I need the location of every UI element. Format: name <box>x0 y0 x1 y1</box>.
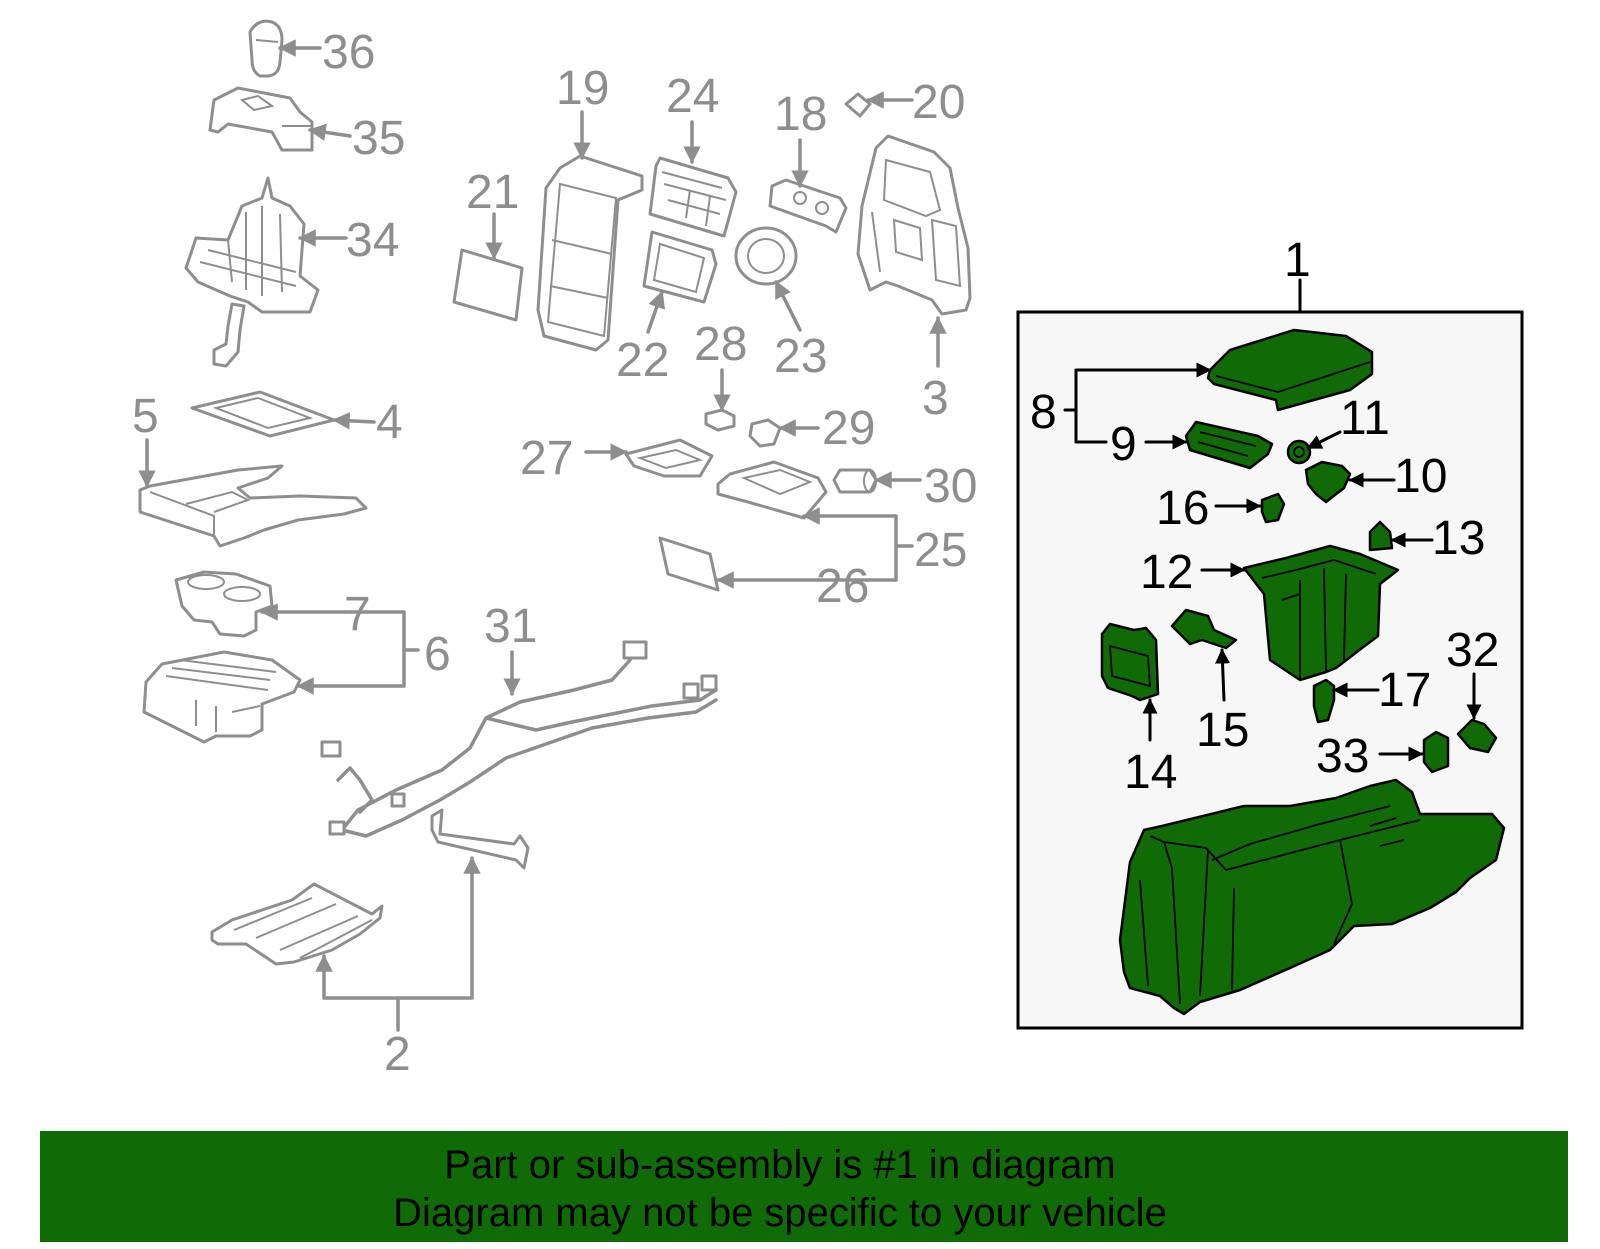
callout-28: 28 <box>694 318 747 371</box>
callout-4: 4 <box>376 396 403 449</box>
black-leader-lines <box>1063 362 1482 762</box>
callout-23: 23 <box>774 330 827 383</box>
callout-24: 24 <box>666 70 719 123</box>
part-27-tray <box>624 438 714 478</box>
part-5-bezel <box>138 464 368 548</box>
callout-31: 31 <box>484 600 537 653</box>
part-16-clip <box>1260 492 1286 524</box>
callout-30: 30 <box>924 460 977 513</box>
part-15-bracket <box>1170 608 1238 650</box>
callout-35: 35 <box>352 112 405 165</box>
callout-17: 17 <box>1378 664 1431 717</box>
part-18-switch-bracket <box>768 178 848 234</box>
callout-25: 25 <box>914 524 967 577</box>
part-25-storage-bin <box>716 460 828 520</box>
part-8-armrest-lid <box>1206 328 1374 412</box>
part-31-wiring-harness <box>320 640 718 838</box>
callout-19: 19 <box>556 62 609 115</box>
part-26-tray <box>658 536 720 592</box>
callout-22: 22 <box>616 334 669 387</box>
part-36-shift-knob <box>248 19 284 78</box>
part-10-latch <box>1304 460 1352 504</box>
callout-12: 12 <box>1140 546 1193 599</box>
gray-leader-lines <box>138 39 947 1032</box>
footer-line-1: Part or sub-assembly is #1 in diagram <box>444 1143 1116 1187</box>
part-3-frame <box>856 134 972 316</box>
footer-text: Part or sub-assembly is #1 in diagram Di… <box>40 1141 1520 1237</box>
part-30-cylinder <box>832 468 878 494</box>
part-12-storage-bin <box>1242 544 1400 682</box>
callout-3: 3 <box>922 372 949 425</box>
callout-21: 21 <box>466 166 519 219</box>
part-21-pad <box>452 248 524 322</box>
callout-13: 13 <box>1432 512 1485 565</box>
callout-26: 26 <box>816 560 869 613</box>
part-4-trim-plate <box>190 390 336 438</box>
callout-5: 5 <box>132 390 159 443</box>
callout-1: 1 <box>1284 234 1311 287</box>
part-1-console-body <box>1118 778 1506 1016</box>
callout-34: 34 <box>346 214 399 267</box>
callout-36: 36 <box>322 26 375 79</box>
callout-15: 15 <box>1196 704 1249 757</box>
part-35-shifter-cover <box>208 86 314 152</box>
part-28-clip <box>704 408 736 432</box>
part-14-module <box>1100 622 1160 702</box>
part-34-shifter-assembly <box>184 176 320 368</box>
part-24-control-panel <box>648 156 738 238</box>
part-22-module <box>642 230 718 304</box>
callout-27: 27 <box>520 432 573 485</box>
part-33-clip <box>1422 730 1450 774</box>
part-11-knob <box>1286 439 1312 465</box>
footer-line-2: Diagram may not be specific to your vehi… <box>393 1191 1167 1235</box>
part-9-latch <box>1184 420 1274 470</box>
callout-9: 9 <box>1110 418 1137 471</box>
part-19-console-lid <box>536 154 644 352</box>
callout-16: 16 <box>1156 482 1209 535</box>
callout-20: 20 <box>912 76 965 129</box>
part-29-clip <box>748 418 782 448</box>
callout-14: 14 <box>1124 746 1177 799</box>
callout-33: 33 <box>1316 730 1369 783</box>
part-20-clip <box>844 92 872 118</box>
callout-2: 2 <box>384 1028 411 1081</box>
callout-29: 29 <box>822 402 875 455</box>
part-6-console-insert <box>142 650 302 744</box>
callout-7: 7 <box>344 588 371 641</box>
part-23-speaker <box>734 226 798 286</box>
part-7-cup-holder <box>174 570 274 638</box>
footer-banner: Part or sub-assembly is #1 in diagram Di… <box>40 1131 1568 1242</box>
part-2-brackets <box>210 808 530 966</box>
part-17-fitting <box>1312 678 1336 724</box>
callout-32: 32 <box>1446 624 1499 677</box>
callout-18: 18 <box>774 88 827 141</box>
callout-11: 11 <box>1340 392 1390 445</box>
part-32-bracket <box>1456 718 1498 754</box>
callout-6: 6 <box>424 628 451 681</box>
callout-10: 10 <box>1394 450 1447 503</box>
callout-8: 8 <box>1030 386 1057 439</box>
